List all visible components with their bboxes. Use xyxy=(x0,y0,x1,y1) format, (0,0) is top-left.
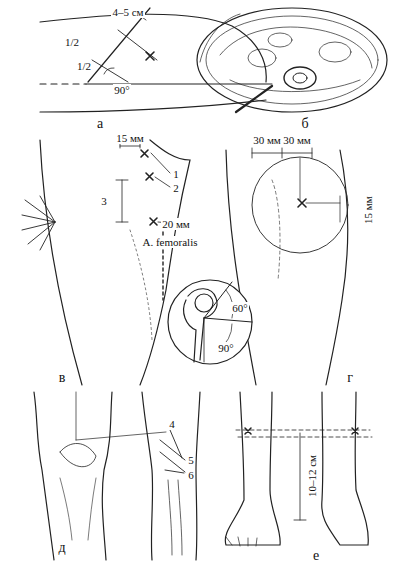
dimension-label: 15 мм xyxy=(362,195,374,225)
vessel-name: A. femoralis xyxy=(142,236,199,248)
fraction-label: 1/2 xyxy=(64,36,80,48)
callout-number: 6 xyxy=(187,469,195,481)
fraction-label: 1/2 xyxy=(76,60,92,72)
callout-number: 4 xyxy=(168,418,176,430)
dimension-label: 4–5 см xyxy=(111,6,144,18)
panel-letter: г xyxy=(346,370,354,385)
panel-letter: а xyxy=(96,116,104,131)
callout-number: 2 xyxy=(172,182,180,194)
dimension-label: 10–12 см xyxy=(306,454,318,498)
callout-number: 5 xyxy=(187,454,195,466)
angle-label: 90° xyxy=(217,342,234,354)
dimension-label: 15 мм xyxy=(115,132,145,144)
panel-letter: е xyxy=(312,548,320,563)
panel-letter: в xyxy=(58,370,67,385)
callout-number: 1 xyxy=(172,168,180,180)
dimension-label: 30 мм xyxy=(252,134,282,146)
dimension-label: 30 мм xyxy=(282,134,312,146)
panel-letter: д xyxy=(57,540,66,555)
dimension-label: 3 xyxy=(100,195,108,207)
callout-number: 20 мм xyxy=(161,218,191,230)
panel-letter: б xyxy=(300,116,309,131)
angle-label: 60° xyxy=(231,302,248,314)
angle-label: 90° xyxy=(113,84,130,96)
